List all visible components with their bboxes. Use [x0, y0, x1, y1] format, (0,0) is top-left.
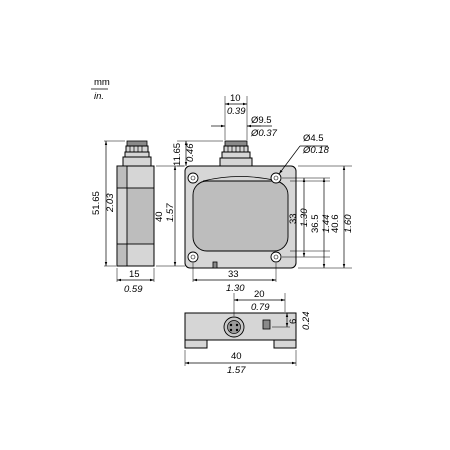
dim-connector-height-in: 0.46	[185, 143, 196, 162]
dim-bottom-width-mm: 40	[231, 351, 242, 362]
dim-hole-spacing-h-in: 1.30	[226, 283, 245, 294]
dim-body-height-in: 1.60	[343, 214, 354, 233]
dim-side-total-mm: 51.65	[91, 191, 102, 215]
dim-depth-step-in: 0.24	[301, 312, 312, 331]
dim-connector-dia-in: Ø0.37	[250, 128, 278, 139]
dim-hole-spacing-v-mm: 33	[288, 213, 299, 224]
bottom-view: 20 0.79 6 0.24 40 1.57	[184, 289, 312, 376]
dim-side-body-mm: 40	[154, 211, 165, 222]
mounting-hole-icon	[187, 172, 199, 184]
unit-mm: mm	[94, 77, 110, 88]
dim-connector-height-mm: 11.65	[172, 143, 183, 166]
dim-bottom-width-in: 1.57	[227, 365, 246, 376]
dim-face-height-in: 1.44	[321, 215, 332, 234]
mounting-hole-icon	[187, 251, 199, 263]
mounting-hole-icon	[270, 172, 282, 184]
dim-side-width-mm: 15	[129, 269, 140, 280]
dim-connector-offset-mm: 20	[254, 289, 265, 300]
side-connector	[122, 140, 152, 167]
dim-hole-spacing-v-in: 1.30	[299, 208, 310, 227]
unit-inch: in.	[94, 91, 104, 102]
side-view: 51.65 2.03 40 1.57 15 0.59	[91, 140, 185, 295]
dim-hole-spacing-h-mm: 33	[228, 269, 239, 280]
dim-depth-step-mm: 6	[288, 319, 299, 324]
dim-side-body-in: 1.57	[165, 203, 176, 222]
front-view: 10 0.39 Ø9.5 Ø0.37 11.65 0.46 Ø4.5 Ø0.18…	[172, 93, 354, 294]
dim-side-width-in: 0.59	[124, 284, 143, 295]
mounting-hole-icon	[270, 251, 282, 263]
units-legend: mm in.	[91, 77, 110, 102]
sensing-face	[192, 180, 289, 252]
dim-face-height-mm: 36.5	[310, 215, 321, 234]
dim-connector-width-mm: 10	[230, 93, 241, 104]
led-indicator	[212, 261, 218, 269]
dim-hole-dia-mm: Ø4.5	[303, 133, 324, 144]
front-connector	[219, 140, 253, 167]
mounting-holes	[187, 172, 282, 263]
dim-hole-dia-in: Ø0.18	[302, 145, 330, 156]
dim-connector-width-in: 0.39	[227, 106, 246, 117]
dim-body-height-mm: 40.6	[330, 215, 341, 234]
dim-side-total-in: 2.03	[105, 193, 116, 213]
dim-connector-dia-mm: Ø9.5	[251, 115, 272, 126]
dim-connector-offset-in: 0.79	[251, 302, 270, 313]
